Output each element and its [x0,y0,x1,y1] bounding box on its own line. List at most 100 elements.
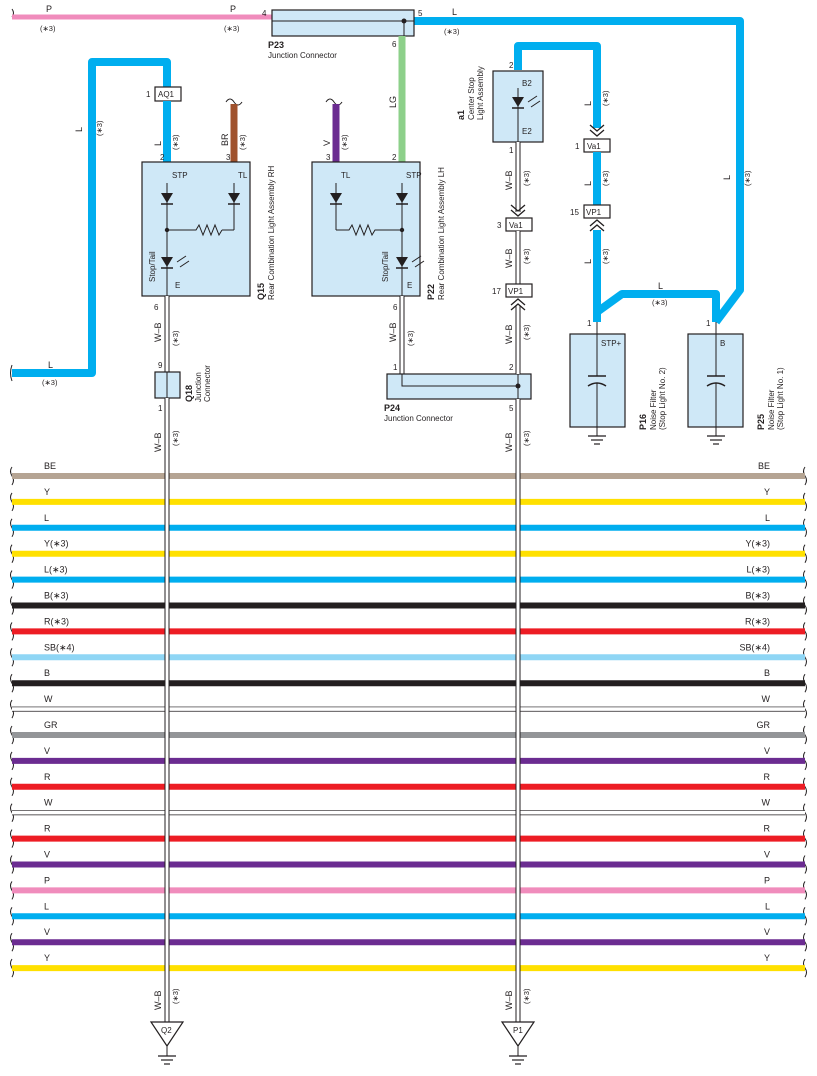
bus-wire: L(∗3)L(∗3) [10,565,807,589]
terminal-label: TL [238,171,248,180]
pin-number: 9 [158,361,163,370]
bus-wire-label-right: Y [764,953,770,963]
bus-wire-label-right: L [765,901,770,911]
wire-label: W–B [504,990,514,1010]
p23-junction-connector: 4 5 6 P23 Junction Connector [262,9,423,60]
component-name: Rear Combination Light Assembly LH [437,167,446,300]
bus-wire-label-right: V [764,746,770,756]
bus-wire-label-left: B(∗3) [44,591,69,601]
bus-wire-label-left: P [44,875,50,885]
wire-label: W–B [153,432,163,452]
wire-label: W–B [504,170,514,190]
pin-number: 2 [509,363,514,372]
component-name: (Stop Light No. 2) [658,367,667,430]
connector-name: AQ1 [158,90,175,99]
bus-wire-label-right: Y [764,487,770,497]
component-id: P23 [268,40,284,50]
pin-number: 1 [509,146,514,155]
component-name: Junction Connector [268,51,337,60]
wire-label: L [722,175,732,180]
component-name: Center Stop [467,77,476,120]
wire-label: BR [220,133,230,146]
ground-name: P1 [513,1026,523,1035]
terminal-label: Stop/Tail [381,251,390,282]
component-name: Connector [203,365,212,402]
wire-label: W–B [504,432,514,452]
q15-ground-wire: W–B (∗3) [153,296,180,372]
wire-note: (∗3) [444,27,460,36]
component-id: P25 [756,414,766,430]
ground-q2: Q2 [149,1021,185,1065]
component-name: Junction Connector [384,414,453,423]
bus-wire-label-right: V [764,927,770,937]
wire-note: (∗3) [522,170,531,186]
bus-wire-label-right: W [762,798,771,808]
bus-wire-label-left: Y [44,953,50,963]
bus-wire-label-left: R [44,824,51,834]
terminal-label: STP [406,171,422,180]
pin-number: 2 [160,153,165,162]
bus-wire-label-right: L(∗3) [746,565,770,575]
pin-number: 1 [587,319,592,328]
component-name: Noise Filter [767,389,776,430]
wire-label: W–B [153,322,163,342]
left-l-feed: L (∗3) L (∗3) [10,58,171,387]
p22-ground-wire: W–B (∗3) [388,296,415,374]
terminal-label: E [407,281,412,290]
bus-wire-label-left: W [44,694,53,704]
pin-number: 1 [146,90,151,99]
component-name: Noise Filter [649,389,658,430]
wire-label: P [230,4,236,14]
wire-note: (∗3) [171,988,180,1004]
bus-wire-label-left: V [44,746,50,756]
bus-wire-label-right: P [764,875,770,885]
wire-note: (∗3) [522,248,531,264]
wire-label: V [322,140,332,146]
pin-number: 17 [492,287,501,296]
wire-label: L [74,127,84,132]
bus-wire-label-right: R [764,824,771,834]
bus-wire-label-right: BE [758,461,770,471]
terminal-label: E [175,281,180,290]
q18-junction-connector: 9 1 Q18 Junction Connector [154,361,212,413]
pin-number: 2 [392,153,397,162]
pin-number: 3 [326,153,331,162]
wire-note: (∗3) [522,430,531,446]
aq1-connector: AQ1 1 L (∗3) [146,86,182,162]
component-name: Light Assembly [476,66,485,120]
pin-number: 4 [262,9,267,18]
ground-name: Q2 [161,1026,172,1035]
wire-label: L [658,281,663,291]
top-p-wire: P (∗3) P (∗3) [11,4,272,33]
wire-note: (∗3) [743,170,752,186]
component-id: P24 [384,403,400,413]
component-id: a1 [456,110,466,120]
component-id: Q15 [256,283,266,300]
connector-name: Va1 [509,221,523,230]
bus-wire-label-left: GR [44,720,58,730]
bus-wire-label-right: Y(∗3) [745,539,770,549]
connector-name: Va1 [587,142,601,151]
pin-number: 3 [226,153,231,162]
pin-number: 1 [706,319,711,328]
terminal-label: E2 [522,127,532,136]
wire-note: (∗3) [171,330,180,346]
wire-label: W–B [388,322,398,342]
terminal-label: STP [172,171,188,180]
wire-label: W–B [504,248,514,268]
bus-wire: SB(∗4)SB(∗4) [10,642,807,667]
wire-note: (∗3) [601,170,610,186]
wire-note: (∗3) [40,24,56,33]
bus-wire-label-left: R [44,772,51,782]
wire-label: W–B [504,324,514,344]
p22-rear-combination-light-lh: 3 2 TL STP E Stop/Tail 6 P22 Rear Combin… [311,153,446,312]
wire-note: (∗3) [42,378,58,387]
bus-wire-label-left: L [44,513,49,523]
terminal-label: B2 [522,79,532,88]
